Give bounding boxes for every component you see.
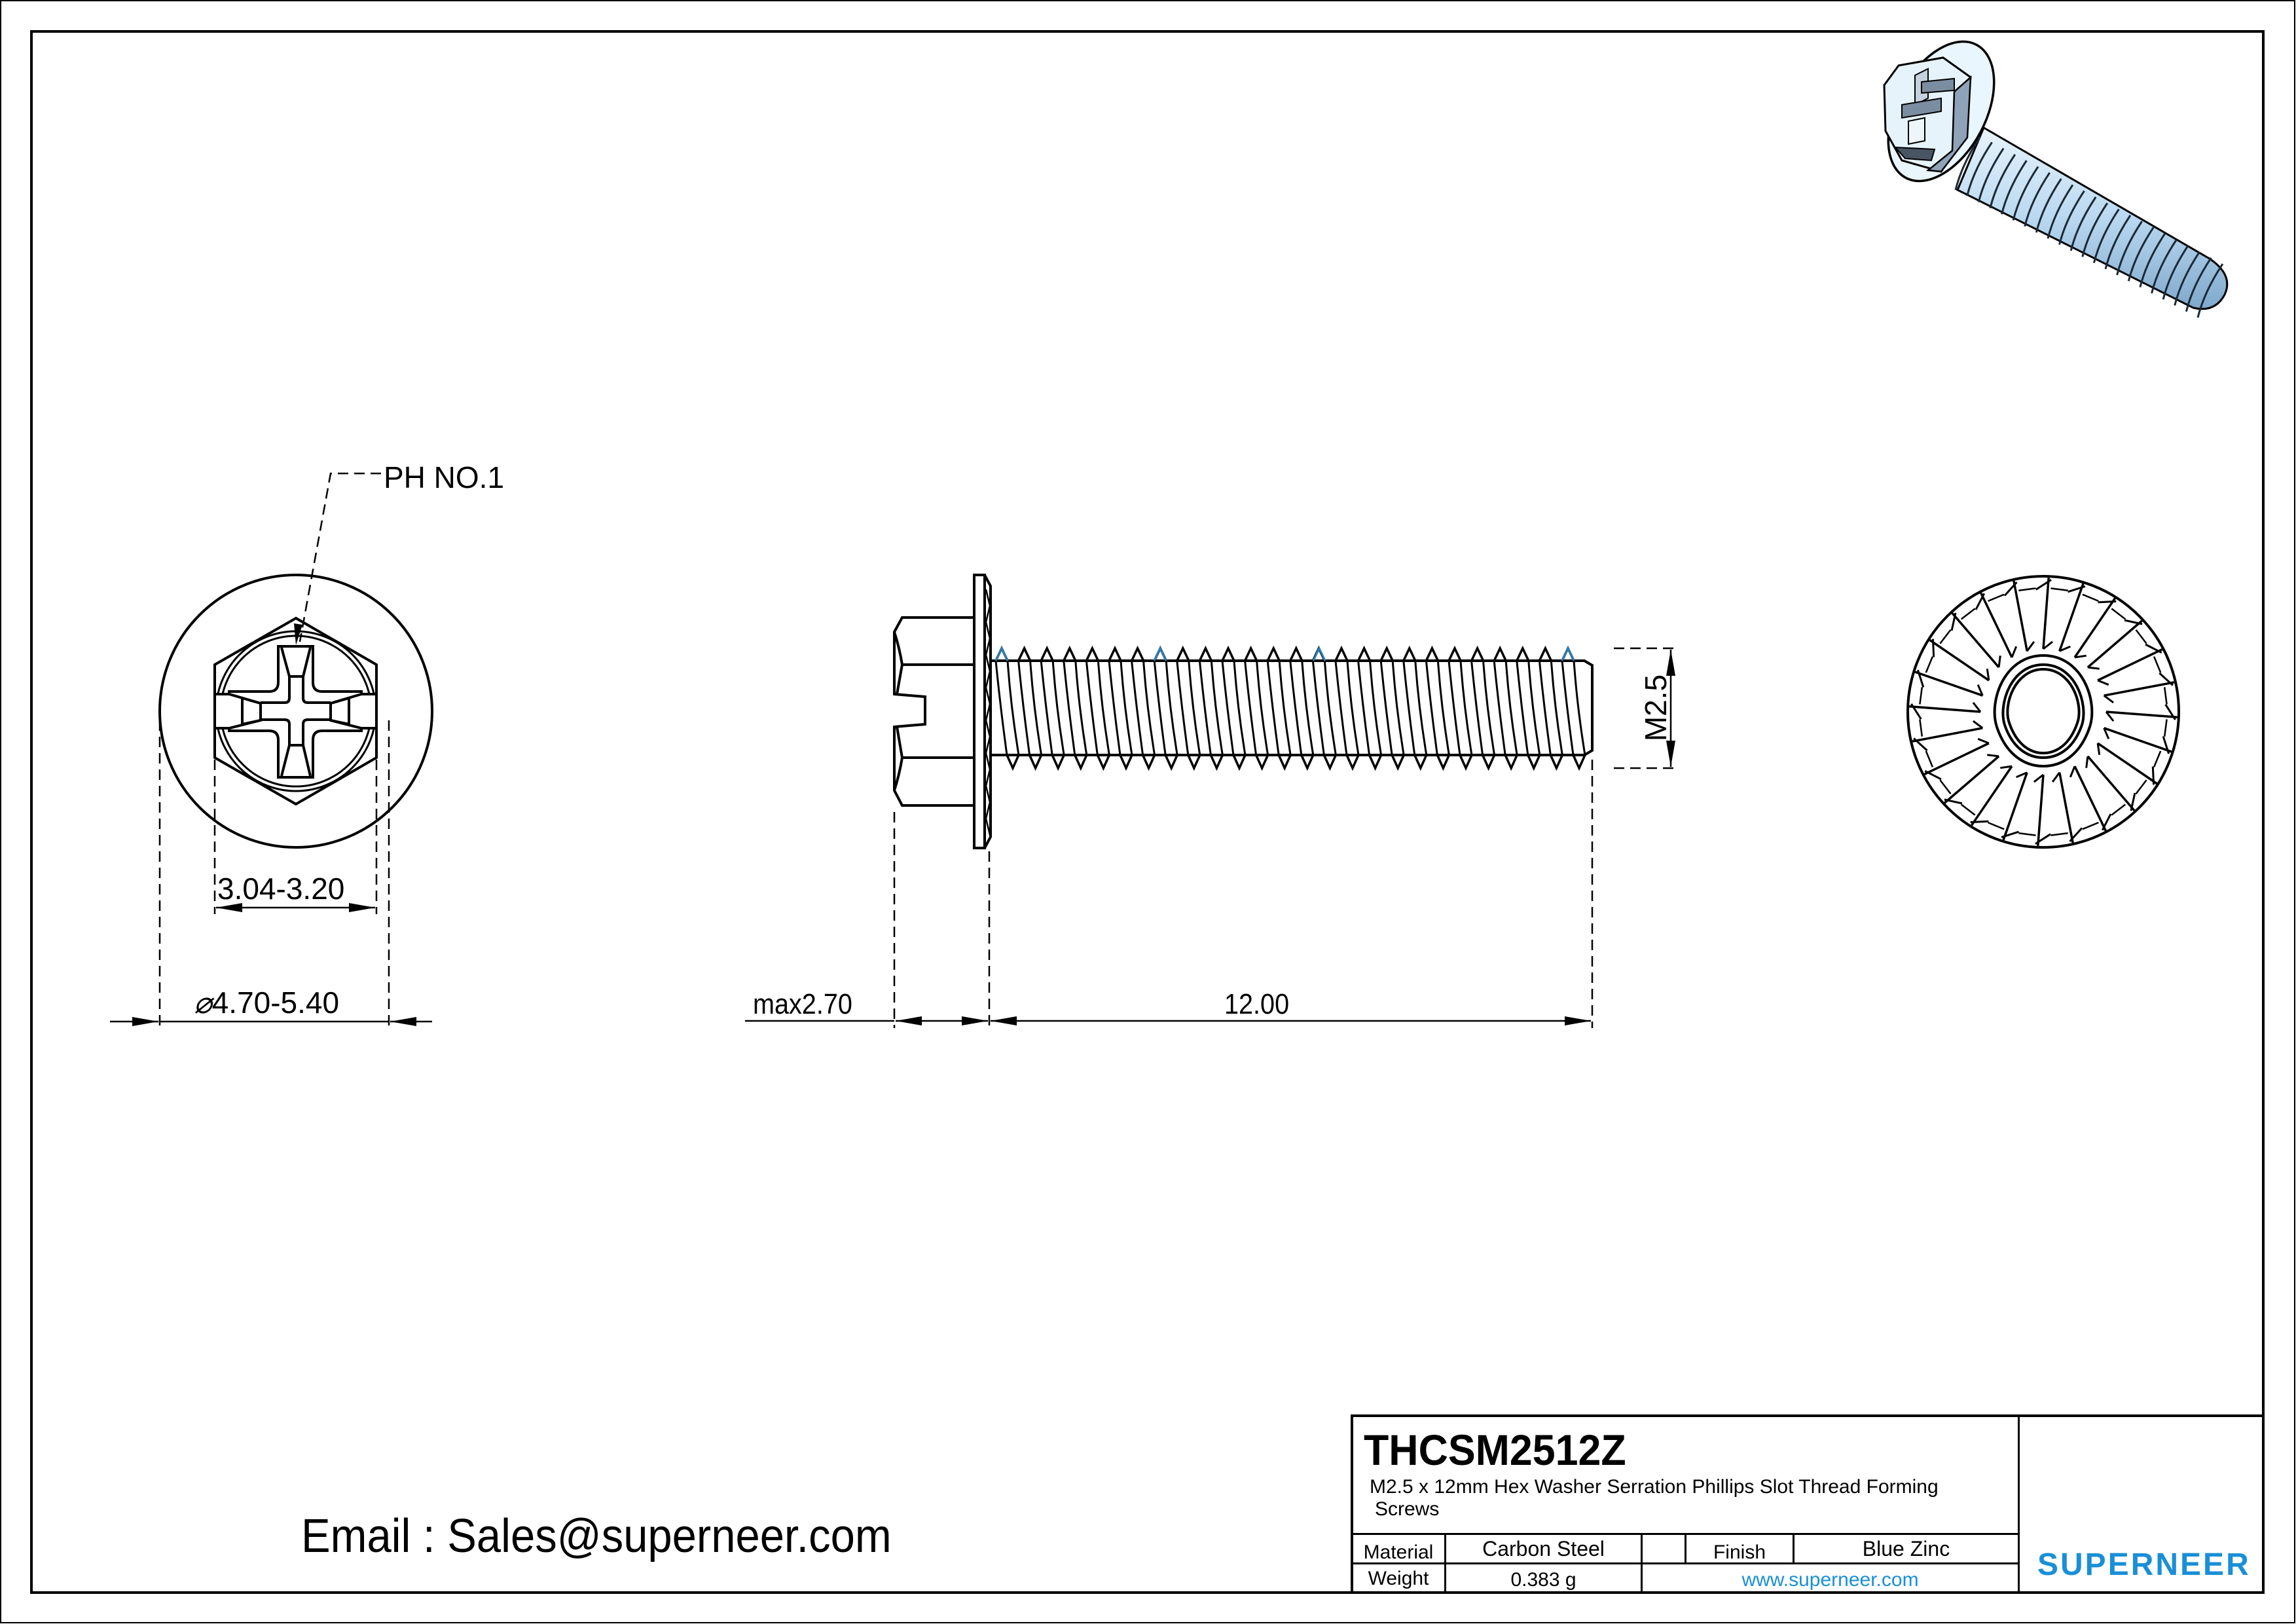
head-height-dimension: max2.70 xyxy=(753,988,852,1020)
flange-diameter-value: 4.70-5.40 xyxy=(211,986,340,1020)
part-description-line1: M2.5 x 12mm Hex Washer Serration Phillip… xyxy=(1370,1476,1939,1498)
part-number: THCSM2512Z xyxy=(1364,1426,1626,1474)
thread-lobe-outer xyxy=(2001,663,2085,760)
thread-profile xyxy=(991,645,1587,771)
finish-label: Finish xyxy=(1713,1541,1766,1563)
front-view xyxy=(158,574,433,849)
material-value: Carbon Steel xyxy=(1482,1537,1605,1560)
washer-flange xyxy=(973,574,986,849)
iso-shank xyxy=(1956,126,2229,310)
diameter-symbol: ⌀ xyxy=(194,986,212,1020)
shank-collar xyxy=(1993,654,2094,768)
title-block-col-divider-2 xyxy=(1641,1534,1643,1593)
phillips-cross xyxy=(228,645,363,779)
title-block-col-divider-4 xyxy=(1793,1534,1795,1563)
recess-label: PH NO.1 xyxy=(384,460,505,494)
flange-outer-circle xyxy=(1906,575,2180,849)
weight-value: 0.383 g xyxy=(1510,1568,1576,1591)
front-view-dimensions xyxy=(110,720,432,1029)
ph-leader xyxy=(294,472,381,645)
weight-label: Weight xyxy=(1368,1567,1429,1589)
part-description-line2: Screws xyxy=(1375,1498,1440,1520)
title-block-col-divider-1 xyxy=(1444,1534,1446,1593)
material-label: Material xyxy=(1363,1541,1434,1563)
email-contact[interactable]: Email : Sales@superneer.com xyxy=(301,1510,892,1562)
thread-lobe-inner xyxy=(2006,667,2081,755)
thread-size-dimension: M2.5 xyxy=(1639,674,1673,742)
iso-render xyxy=(1883,40,2229,318)
hex-head-outline xyxy=(213,616,378,806)
brand-wordmark: SUPERNEER xyxy=(2037,1547,2251,1582)
side-view-dimensions xyxy=(745,647,1679,1028)
title-block-logo-divider xyxy=(2018,1416,2020,1593)
flange-outline xyxy=(158,574,433,849)
length-dimension: 12.00 xyxy=(1224,988,1290,1020)
finish-value: Blue Zinc xyxy=(1862,1537,1950,1560)
hex-width-dimension: 3.04-3.20 xyxy=(217,872,345,906)
title-block-col-divider-3 xyxy=(1685,1534,1686,1563)
flange-diameter-dimension: ⌀4.70-5.40 xyxy=(194,987,339,1018)
title-block-row-divider-2 xyxy=(1352,1562,2018,1564)
hex-head-profile xyxy=(893,616,973,807)
end-view xyxy=(1906,575,2180,849)
side-view xyxy=(893,574,1594,849)
website-link[interactable]: www.superneer.com xyxy=(1741,1568,1919,1591)
